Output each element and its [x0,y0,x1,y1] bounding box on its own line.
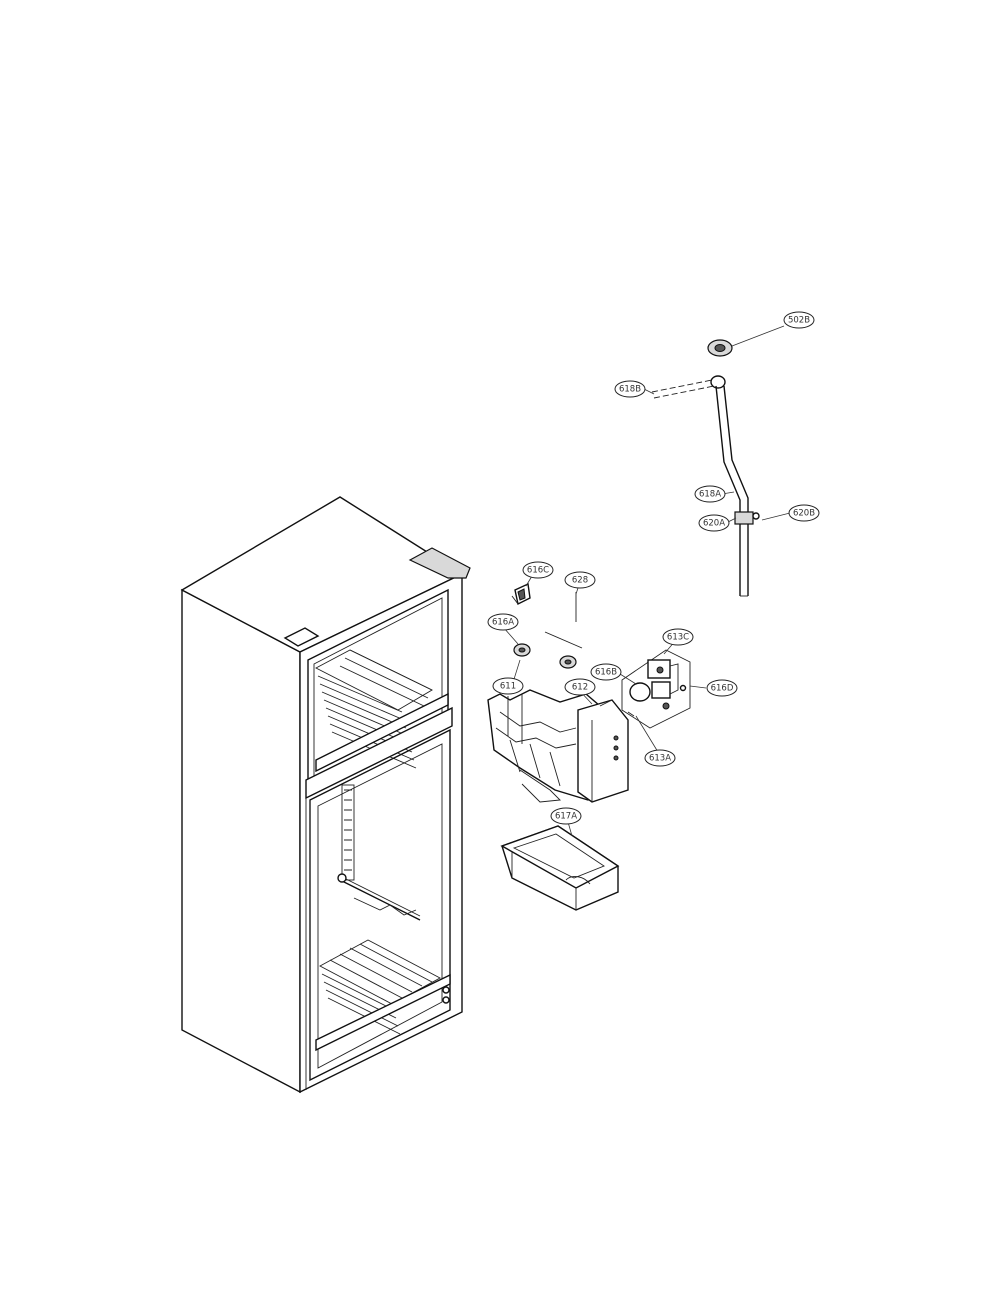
callout-618a: 618A [694,485,726,503]
callouts: 502B 618B 618A 620A 620B 616C 628 616A 6… [487,311,820,825]
callout-628: 628 [564,571,596,589]
refrigerator-cabinet [180,496,471,1094]
callout-613a: 613A [644,749,676,767]
callout-label: 617A [555,812,577,822]
callout-label: 616C [527,566,549,576]
callout-620b: 620B [788,504,820,522]
callout-label: 611 [500,682,516,692]
callout-label: 620A [703,519,725,529]
callout-label: 620B [793,509,815,519]
callout-616d: 616D [706,679,738,697]
ice-bin [500,825,620,911]
callout-label: 628 [572,576,588,586]
valve-assembly [621,649,691,729]
icemaker-body [487,689,629,803]
callout-label: 618B [619,385,641,395]
callout-label: 616B [595,668,617,678]
water-tube-assembly [651,339,760,597]
callout-611: 611 [492,677,524,695]
callout-616a: 616A [487,613,519,631]
callout-label: 613C [667,633,689,643]
callout-620a: 620A [698,514,730,532]
crisper-grid [319,939,441,1035]
callout-617a: 617A [550,807,582,825]
callout-label: 616D [711,684,734,694]
callout-616b: 616B [590,663,622,681]
callout-618b: 618B [614,380,646,398]
callout-label: 612 [572,683,588,693]
callout-label: 502B [788,316,810,326]
callout-label: 616A [492,618,514,628]
leader-lines [503,325,791,837]
callout-612: 612 [564,678,596,696]
callout-616c: 616C [522,561,554,579]
fitting-nut [707,339,733,357]
callout-label: 613A [649,754,671,764]
callout-613c: 613C [662,628,694,646]
callout-502b: 502B [783,311,815,329]
callout-label: 618A [699,490,721,500]
icemaker-parts [487,582,691,911]
bracket-clip [511,582,531,606]
